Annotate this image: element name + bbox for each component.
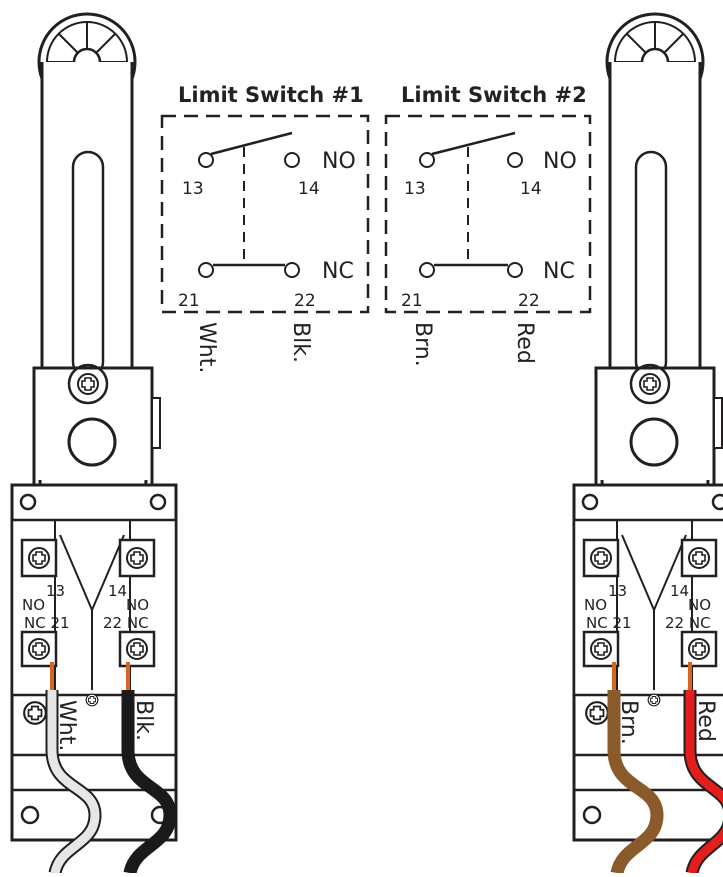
left-limit-switch-device: NO 13 14 NO NC 21 22 NC Wht. Blk. <box>10 12 178 875</box>
switch-1-terminal-21: 21 <box>178 291 200 311</box>
switch-1-terminal-14: 14 <box>298 179 320 199</box>
limit-switch-1-title: Limit Switch #1 <box>178 83 364 107</box>
switch-1-terminal-22: 22 <box>294 291 316 311</box>
switch-1-wire-black-label: Blk. <box>288 322 313 363</box>
left-terminal-22-screw-icon <box>126 638 148 660</box>
right-limit-switch-device: NO 13 14 NO NC 21 22 NC Brn. Red <box>572 12 723 875</box>
limit-switch-2-title: Limit Switch #2 <box>401 83 587 107</box>
right-device-wire-brown-label: Brn. <box>616 700 641 745</box>
switch-2-nc-label: NC <box>543 259 575 284</box>
switch-2-wire-brown-label: Brn. <box>410 322 435 367</box>
right-terminal-21-screw-icon <box>590 638 612 660</box>
left-lever-arm <box>40 62 134 379</box>
right-device-wire-red-label: Red <box>693 700 718 742</box>
switch-1-wire-white-label: Wht. <box>194 322 219 373</box>
left-device-wire-black-label: Blk. <box>131 700 156 741</box>
left-wires: Wht. Blk. <box>45 662 177 875</box>
left-label-no-left: NO <box>22 596 45 614</box>
switch-2-terminal-14: 14 <box>520 179 542 199</box>
left-terminal-21-screw-icon <box>28 638 50 660</box>
left-terminal-13-screw-icon <box>28 547 50 569</box>
switch-2-terminal-21: 21 <box>401 291 423 311</box>
left-label-14: 14 <box>108 582 127 600</box>
switch-1-terminal-13: 13 <box>182 179 204 199</box>
switch-2-wire-red-label: Red <box>512 322 537 364</box>
right-label-no-left: NO <box>584 596 607 614</box>
right-hub-screw-icon <box>639 373 661 395</box>
black-wire <box>121 690 177 875</box>
right-label-22-nc: 22 NC <box>665 614 711 632</box>
right-wires: Brn. Red <box>607 662 723 875</box>
left-terminal-14-screw-icon <box>126 547 148 569</box>
switch-2-terminal-22: 22 <box>518 291 540 311</box>
left-label-no-right: NO <box>126 596 149 614</box>
limit-switch-1-schematic: Limit Switch #1 NO NC 13 14 21 22 Wht. B… <box>160 83 370 373</box>
switch-1-nc-label: NC <box>322 259 354 284</box>
right-label-nc-21: NC 21 <box>586 614 632 632</box>
left-label-13: 13 <box>46 582 65 600</box>
left-small-screw-icon <box>85 693 99 707</box>
left-label-22-nc: 22 NC <box>103 614 149 632</box>
limit-switch-2-schematic: Limit Switch #2 NO NC 13 14 21 22 Brn. R… <box>384 83 592 367</box>
right-terminal-22-screw-icon <box>688 638 710 660</box>
switch-1-no-label: NO <box>322 149 356 174</box>
right-switch-body: NO 13 14 NO NC 21 22 NC <box>572 483 723 842</box>
right-ground-screw-icon <box>585 701 609 725</box>
brown-wire <box>607 690 664 875</box>
right-label-no-right: NO <box>688 596 711 614</box>
right-label-13: 13 <box>608 582 627 600</box>
left-ground-screw-icon <box>23 701 47 725</box>
right-small-screw-icon <box>647 693 661 707</box>
right-label-14: 14 <box>670 582 689 600</box>
right-lever-arm <box>608 62 702 379</box>
left-device-wire-white-label: Wht. <box>54 700 79 751</box>
left-hub-screw-icon <box>77 373 99 395</box>
switch-2-terminal-13: 13 <box>404 179 426 199</box>
switch-2-no-label: NO <box>543 149 577 174</box>
left-label-nc-21: NC 21 <box>24 614 70 632</box>
right-terminal-14-screw-icon <box>688 547 710 569</box>
right-terminal-13-screw-icon <box>590 547 612 569</box>
